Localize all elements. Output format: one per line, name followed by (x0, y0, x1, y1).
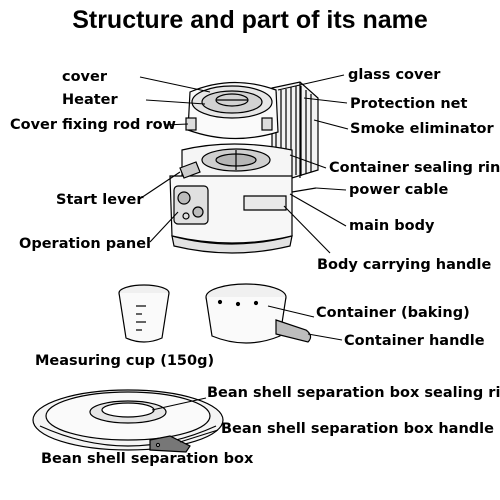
label-bean-shell-handle: Bean shell separation box handle (221, 421, 494, 437)
label-container-baking: Container (baking) (316, 305, 470, 321)
label-operation-panel: Operation panel (19, 236, 152, 252)
main-body-drawing (169, 161, 317, 254)
label-measuring-cup: Measuring cup (150g) (35, 353, 215, 369)
page-title: Structure and part of its name (72, 6, 428, 34)
label-bean-shell-box: Bean shell separation box (41, 451, 254, 467)
label-bean-shell-sealing-ring: Bean shell separation box sealing ring (207, 385, 500, 401)
measuring-cup-drawing (118, 284, 170, 343)
label-cover: cover (62, 69, 107, 85)
baking-container-drawing (205, 283, 312, 344)
label-heater: Heater (62, 92, 118, 108)
label-main-body: main body (349, 218, 435, 234)
container-chamber-drawing (181, 143, 293, 186)
label-start-lever: Start lever (56, 192, 144, 208)
heater-top-drawing (185, 81, 279, 140)
label-container-sealing-ring: Container sealing ring (329, 160, 500, 176)
label-smoke-eliminator: Smoke eliminator (350, 121, 494, 137)
label-container-handle: Container handle (344, 333, 485, 349)
label-power-cable: power cable (349, 182, 449, 198)
label-glass-cover: glass cover (348, 67, 441, 83)
bean-shell-box-drawing (32, 389, 224, 453)
label-protection-net: Protection net (350, 96, 468, 112)
leader-lines (137, 74, 349, 443)
label-cover-fixing-rod-row: Cover fixing rod row (10, 117, 176, 133)
label-body-carrying-handle: Body carrying handle (317, 257, 492, 273)
